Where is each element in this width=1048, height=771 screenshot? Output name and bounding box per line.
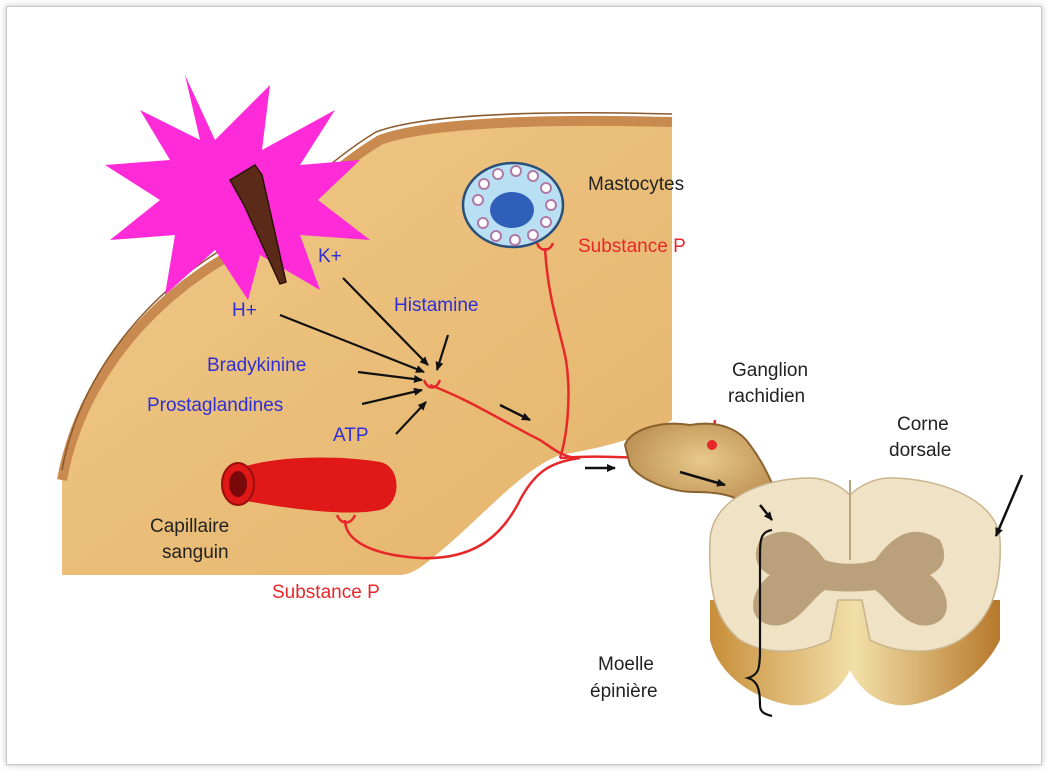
label-histamine: Histamine (394, 295, 478, 316)
label-ganglion-line2: rachidien (728, 386, 805, 407)
label-mastocytes: Mastocytes (588, 174, 684, 195)
label-moelle-line2: épinière (590, 681, 658, 702)
label-prostaglandines: Prostaglandines (147, 395, 283, 416)
label-moelle-line1: Moelle (598, 654, 654, 675)
label-bradykinine: Bradykinine (207, 355, 306, 376)
label-atp: ATP (333, 425, 369, 446)
label-capillaire-line1: Capillaire (150, 516, 229, 537)
label-ganglion-line1: Ganglion (732, 360, 808, 381)
label-substance-p-bottom: Substance P (272, 582, 380, 603)
label-h-plus: H+ (232, 300, 257, 321)
label-corne-line1: Corne (897, 414, 949, 435)
spinal-cord (710, 478, 1001, 705)
label-capillaire-line2: sanguin (162, 542, 229, 563)
mastocyte-cell (463, 163, 563, 247)
label-k-plus: K+ (318, 246, 342, 267)
label-substance-p-top: Substance P (578, 236, 686, 257)
label-corne-line2: dorsale (889, 440, 951, 461)
